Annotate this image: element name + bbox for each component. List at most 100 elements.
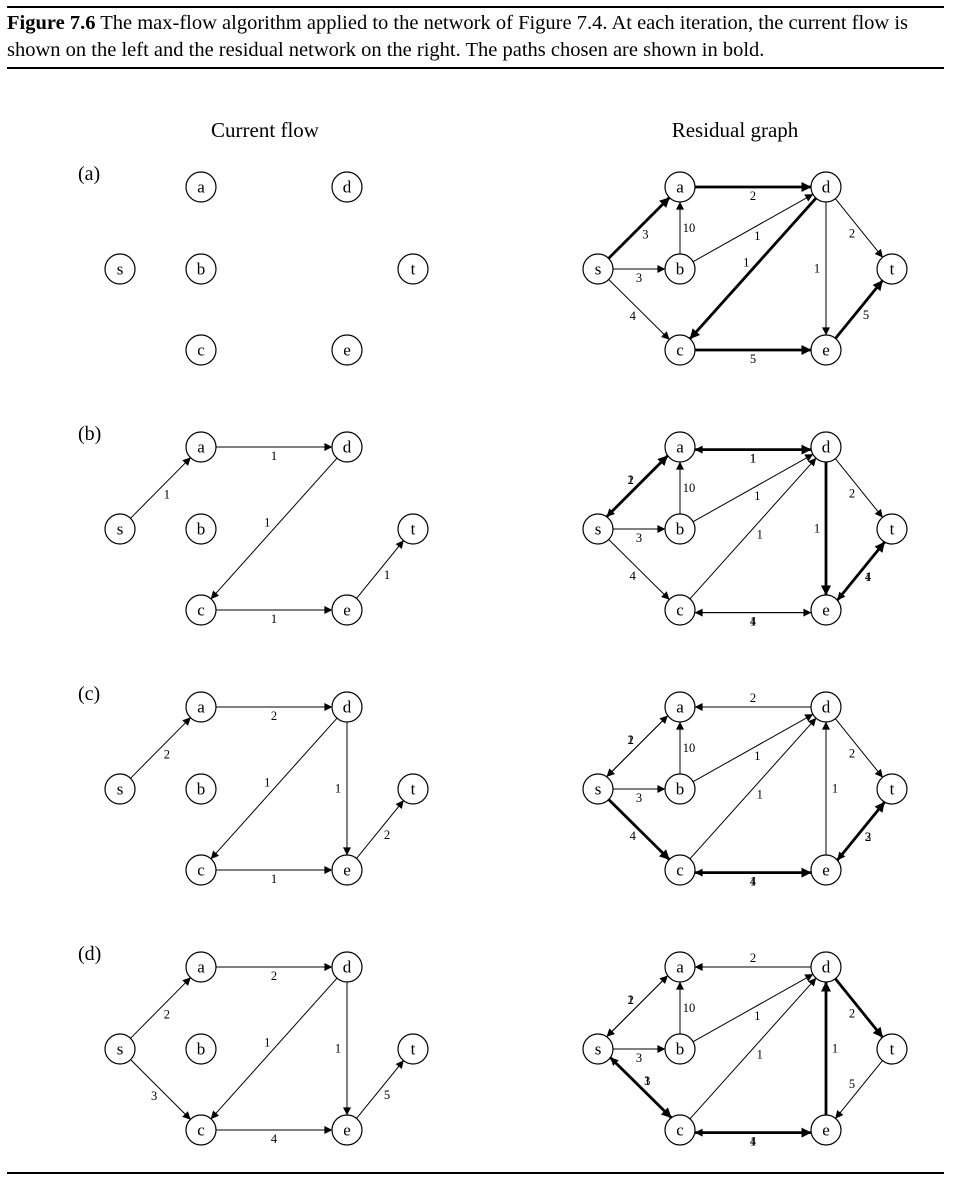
node-circle (582, 773, 614, 805)
node-circle (185, 253, 217, 285)
node-label: a (676, 698, 684, 717)
bottom-rule (7, 1172, 944, 1174)
edge-label-d-e: 1 (814, 262, 820, 276)
node-circle (104, 1033, 136, 1065)
node-s: s (104, 1033, 136, 1065)
edge-label-b-d: 1 (754, 749, 760, 763)
caption-text: The max-flow algorithm applied to the ne… (7, 12, 909, 61)
node-t: t (876, 1033, 908, 1065)
edge-c-s (610, 1057, 672, 1118)
edge-s-a (130, 717, 191, 779)
edge-label-t-e: 5 (849, 1077, 855, 1091)
edge-label-a-d: 2 (750, 189, 756, 203)
edge-label-d-e: 1 (814, 522, 820, 536)
node-circle (185, 951, 217, 983)
node-e: e (810, 854, 842, 886)
node-label: t (890, 1040, 895, 1059)
edge-d-c (688, 197, 818, 340)
row-label: (a) (78, 163, 100, 185)
node-t: t (397, 1033, 429, 1065)
edge-label-s-c: 4 (630, 309, 637, 323)
node-label: c (197, 1121, 205, 1140)
node-label: c (197, 601, 205, 620)
node-label: b (197, 520, 206, 539)
node-label: s (595, 520, 602, 539)
edge-label-c-e: 1 (271, 612, 277, 626)
node-b: b (664, 253, 696, 285)
node-c: c (664, 334, 696, 366)
node-c: c (185, 334, 217, 366)
edge-label-b-d: 1 (754, 1009, 760, 1023)
node-s: s (582, 253, 614, 285)
node-label: s (117, 1040, 124, 1059)
edge-label-c-e: 4 (750, 615, 757, 629)
edge-label-d-e: 1 (335, 1042, 341, 1056)
edge-label-d-e: 1 (335, 782, 341, 796)
node-label: a (197, 178, 205, 197)
node-a: a (185, 691, 217, 723)
node-b: b (664, 773, 696, 805)
node-label: e (343, 1121, 351, 1140)
node-circle (664, 171, 696, 203)
node-c: c (664, 1114, 696, 1146)
edge-label-t-e: 1 (865, 570, 871, 584)
edge-label-e-d: 1 (832, 782, 838, 796)
edge-label-c-e: 4 (750, 875, 757, 889)
node-e: e (331, 854, 363, 886)
edge-label-c-e: 4 (271, 1132, 278, 1146)
edge-label-d-t: 2 (849, 487, 855, 501)
node-a: a (664, 951, 696, 983)
node-label: c (676, 1121, 684, 1140)
node-d: d (331, 951, 363, 983)
edge-s-c (608, 539, 670, 600)
node-label: a (197, 698, 205, 717)
node-c: c (185, 594, 217, 626)
node-circle (331, 594, 363, 626)
edge-label-s-a: 3 (642, 227, 648, 241)
node-t: t (876, 773, 908, 805)
node-label: t (890, 780, 895, 799)
edge-label-s-a: 2 (164, 1007, 170, 1021)
edge-label-a-d: 1 (750, 452, 756, 466)
edge-b-d (692, 973, 814, 1043)
node-circle (104, 773, 136, 805)
node-e: e (810, 594, 842, 626)
node-circle (331, 1114, 363, 1146)
edge-d-c (210, 977, 338, 1120)
node-circle (331, 691, 363, 723)
node-circle (810, 334, 842, 366)
node-circle (876, 253, 908, 285)
node-circle (664, 1114, 696, 1146)
figure-caption: Figure 7.6 The max-flow algorithm applie… (7, 6, 944, 69)
edge-label-a-s: 2 (628, 733, 634, 747)
node-label: a (197, 438, 205, 457)
node-t: t (876, 253, 908, 285)
node-a: a (185, 171, 217, 203)
edge-label-t-e: 2 (865, 830, 871, 844)
edge-label-s-a: 2 (628, 473, 634, 487)
node-e: e (331, 334, 363, 366)
node-d: d (810, 951, 842, 983)
edge-label-e-t: 5 (384, 1088, 390, 1102)
node-label: d (343, 178, 352, 197)
node-a: a (185, 431, 217, 463)
edge-label-d-t: 2 (849, 227, 855, 241)
node-circle (810, 431, 842, 463)
figure-label: Figure 7.6 (7, 12, 96, 34)
node-d: d (810, 431, 842, 463)
node-s: s (582, 1033, 614, 1065)
edge-label-a-s: 2 (628, 993, 634, 1007)
edge-label-d-c: 1 (264, 1036, 270, 1050)
edge-s-a (607, 196, 671, 260)
edge-s-c (608, 279, 670, 340)
node-label: d (822, 438, 831, 457)
edge-d-c (210, 457, 338, 600)
node-e: e (810, 1114, 842, 1146)
node-label: d (343, 958, 352, 977)
